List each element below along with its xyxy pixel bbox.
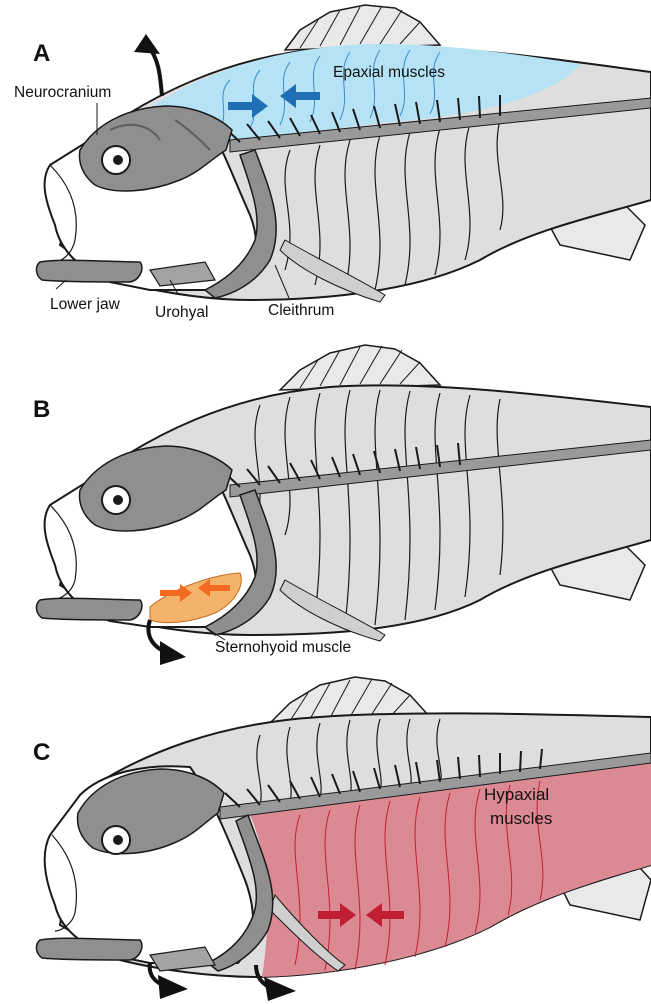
label-cleithrum: Cleithrum: [268, 302, 334, 320]
panel-a: A Neurocranium Epaxial muscles Lower jaw…: [0, 0, 651, 335]
label-urohyal: Urohyal: [155, 304, 208, 322]
panel-c: C Hypaxial muscles: [0, 665, 651, 1004]
fish-diagram-a: [0, 0, 651, 335]
label-epaxial-muscles: Epaxial muscles: [333, 64, 445, 82]
pupil: [113, 155, 123, 165]
pupil: [113, 495, 123, 505]
label-hypaxial-line-2: muscles: [490, 809, 552, 829]
lower-jaw-bone: [36, 260, 141, 282]
lower-jaw-bone: [36, 598, 141, 620]
label-hypaxial-line-1: Hypaxial: [484, 785, 549, 805]
panel-b: B Sternohyoid muscle: [0, 335, 651, 665]
dorsal-fin: [285, 5, 440, 50]
lower-jaw-bone: [36, 938, 141, 960]
panel-letter-c: C: [33, 739, 50, 767]
fish-diagram-b: [0, 335, 651, 665]
pupil: [113, 835, 123, 845]
label-neurocranium: Neurocranium: [14, 84, 111, 102]
panel-letter-a: A: [33, 40, 50, 68]
fish-diagram-c: [0, 665, 651, 1004]
panel-letter-b: B: [33, 396, 50, 424]
label-lower-jaw: Lower jaw: [50, 296, 120, 314]
label-sternohyoid-muscle: Sternohyoid muscle: [215, 639, 351, 657]
